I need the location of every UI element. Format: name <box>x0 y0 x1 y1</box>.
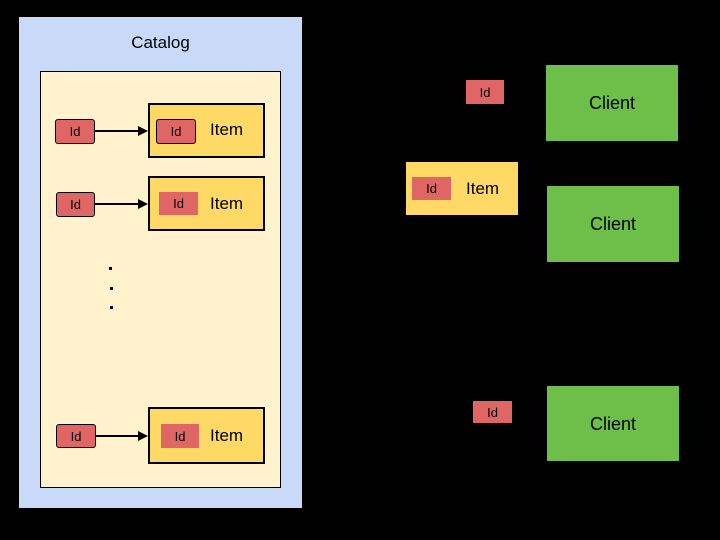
item-id-badge: Id <box>159 192 198 215</box>
client-label: Client <box>588 93 636 113</box>
arrow-line <box>95 203 139 205</box>
client-box: Client <box>545 64 679 142</box>
arrow-right-icon <box>138 126 148 136</box>
id-ref-box: Id <box>55 119 95 144</box>
catalog-title: Catalog <box>131 33 190 52</box>
item-label: Item <box>210 120 244 139</box>
arrow-right-icon <box>138 199 148 209</box>
client-box: Client <box>546 385 680 462</box>
arrow-line <box>95 130 139 132</box>
floating-id-box: Id <box>466 80 504 104</box>
client-box: Client <box>546 185 680 263</box>
client-label: Client <box>589 413 637 434</box>
id-ref-box: Id <box>56 424 96 448</box>
item-id-badge: Id <box>161 424 199 448</box>
client-label: Client <box>589 214 637 234</box>
item-label: Item <box>466 179 500 198</box>
item-label: Item <box>210 194 244 213</box>
arrow-line <box>95 435 139 437</box>
id-ref-box: Id <box>56 192 95 217</box>
arrow-right-icon <box>138 431 148 441</box>
item-label: Item <box>210 426 244 445</box>
floating-id-box: Id <box>473 401 512 423</box>
item-id-badge: Id <box>156 119 196 144</box>
item-id-badge: Id <box>412 177 451 200</box>
